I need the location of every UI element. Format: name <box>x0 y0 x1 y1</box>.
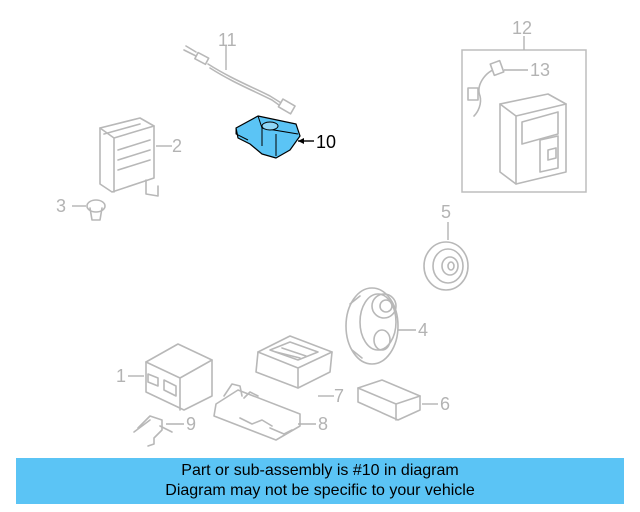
part-4-speaker[interactable] <box>345 287 399 365</box>
callout-12[interactable]: 12 <box>512 18 532 38</box>
arrow-10 <box>298 138 304 144</box>
callout-9[interactable]: 9 <box>186 414 196 434</box>
callout-5[interactable]: 5 <box>441 202 451 222</box>
callout-1[interactable]: 1 <box>116 366 126 386</box>
part-7-unit[interactable] <box>255 335 333 389</box>
info-banner: Part or sub-assembly is #10 in diagram D… <box>16 458 624 504</box>
part-12-holder[interactable] <box>499 93 567 185</box>
callout-13[interactable]: 13 <box>530 60 550 80</box>
callout-10[interactable]: 10 <box>316 132 336 152</box>
callout-2[interactable]: 2 <box>172 136 182 156</box>
part-9-bracket[interactable] <box>133 415 173 447</box>
part-13-connector[interactable] <box>467 59 505 117</box>
part-10-module[interactable] <box>235 115 301 159</box>
part-1-module[interactable] <box>145 343 213 411</box>
callout-6[interactable]: 6 <box>440 394 450 414</box>
part-8-tray[interactable] <box>213 383 301 441</box>
part-5-speaker[interactable] <box>423 241 469 291</box>
part-3-clip[interactable] <box>86 199 106 221</box>
callout-4[interactable]: 4 <box>418 320 428 340</box>
part-2-control-unit[interactable] <box>99 117 159 197</box>
callout-11[interactable]: 11 <box>218 30 237 50</box>
banner-line-2: Diagram may not be specific to your vehi… <box>165 482 475 499</box>
callout-3[interactable]: 3 <box>56 196 66 216</box>
part-6-module[interactable] <box>357 379 421 421</box>
part-11-antenna-cable[interactable] <box>183 45 296 115</box>
banner-line-1: Part or sub-assembly is #10 in diagram <box>181 462 459 479</box>
callout-7[interactable]: 7 <box>334 386 344 406</box>
callout-8[interactable]: 8 <box>318 414 328 434</box>
